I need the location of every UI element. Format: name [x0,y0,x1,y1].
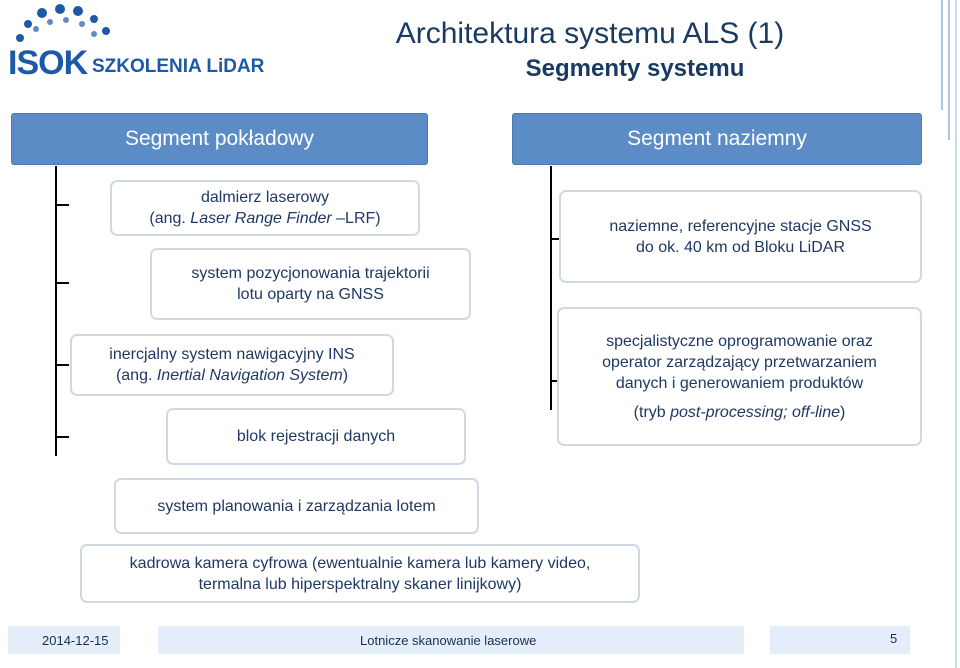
box-gnss-positioning: system pozycjonowania trajektorii lotu o… [150,248,471,320]
page-title: Architektura systemu ALS (1) [395,17,785,50]
decor-line [955,0,957,668]
decor-line [948,0,950,140]
ins-line2: (ang. Inertial Navigation System) [115,367,349,384]
footer-page-bar [770,626,910,654]
tree-line [550,380,560,382]
logo-brand: ISOK [8,44,88,82]
box-data-recorder: blok rejestracji danych [166,408,466,465]
logo: ISOK SZKOLENIA LiDAR [0,0,290,90]
footer-page-number: 5 [890,631,898,646]
box-processing-software: specjalistyczne oprogramowanie oraz oper… [557,307,922,446]
ground1-line1: naziemne, referencyjne stacje GNSS [609,217,872,235]
footer-title: Lotnicze skanowanie laserowe [360,633,537,648]
segment-header-onboard: Segment pokładowy [11,113,428,165]
decor-line [941,0,943,110]
ground2-line1: specjalistyczne oprogramowanie oraz [606,332,873,350]
box-laser-rangefinder: dalmierz laserowy (ang. Laser Range Find… [110,180,420,236]
gnss-line1: system pozycjonowania trajektorii [191,265,430,282]
gnss-line2: lotu oparty na GNSS [237,286,384,303]
ground2-line3: danych i generowaniem produktów [615,374,864,392]
tree-line [550,166,552,410]
box-gnss-reference-stations: naziemne, referencyjne stacje GNSS do ok… [559,190,922,283]
laser-line2: (ang. Laser Range Finder –LRF) [149,210,381,227]
tree-line [55,436,69,438]
box-flight-planning: system planowania i zarządzania lotem [114,478,479,534]
tree-line [55,282,69,284]
laser-line1: dalmierz laserowy [200,189,330,206]
logo-arc-icon [16,4,110,42]
segment-header-ground: Segment naziemny [512,113,922,165]
cam-line1: kadrowa kamera cyfrowa (ewentualnie kame… [129,554,591,572]
box-camera: kadrowa kamera cyfrowa (ewentualnie kame… [80,544,640,603]
box-ins: inercjalny system nawigacyjny INS (ang. … [70,334,394,396]
page-subtitle: Segmenty systemu [525,55,745,82]
footer-center-bar [158,626,744,654]
logo-subtitle: SZKOLENIA LiDAR [92,56,265,77]
tree-line [55,166,57,456]
ground1-line2: do ok. 40 km od Bloku LiDAR [636,238,845,256]
tree-line [55,364,69,366]
rec-label: blok rejestracji danych [236,428,396,445]
cam-line2: termalna lub hiperspektralny skaner lini… [198,575,522,593]
tree-line [550,238,560,240]
plan-label: system planowania i zarządzania lotem [157,497,436,515]
ground2-line2: operator zarządzający przetwarzaniem [602,353,877,371]
ground2-line4: (tryb post-processing; off-line) [633,403,846,421]
tree-line [55,204,69,206]
footer-date-bar [8,626,120,654]
ins-line1: inercjalny system nawigacyjny INS [109,346,355,363]
footer-date: 2014-12-15 [42,633,109,648]
